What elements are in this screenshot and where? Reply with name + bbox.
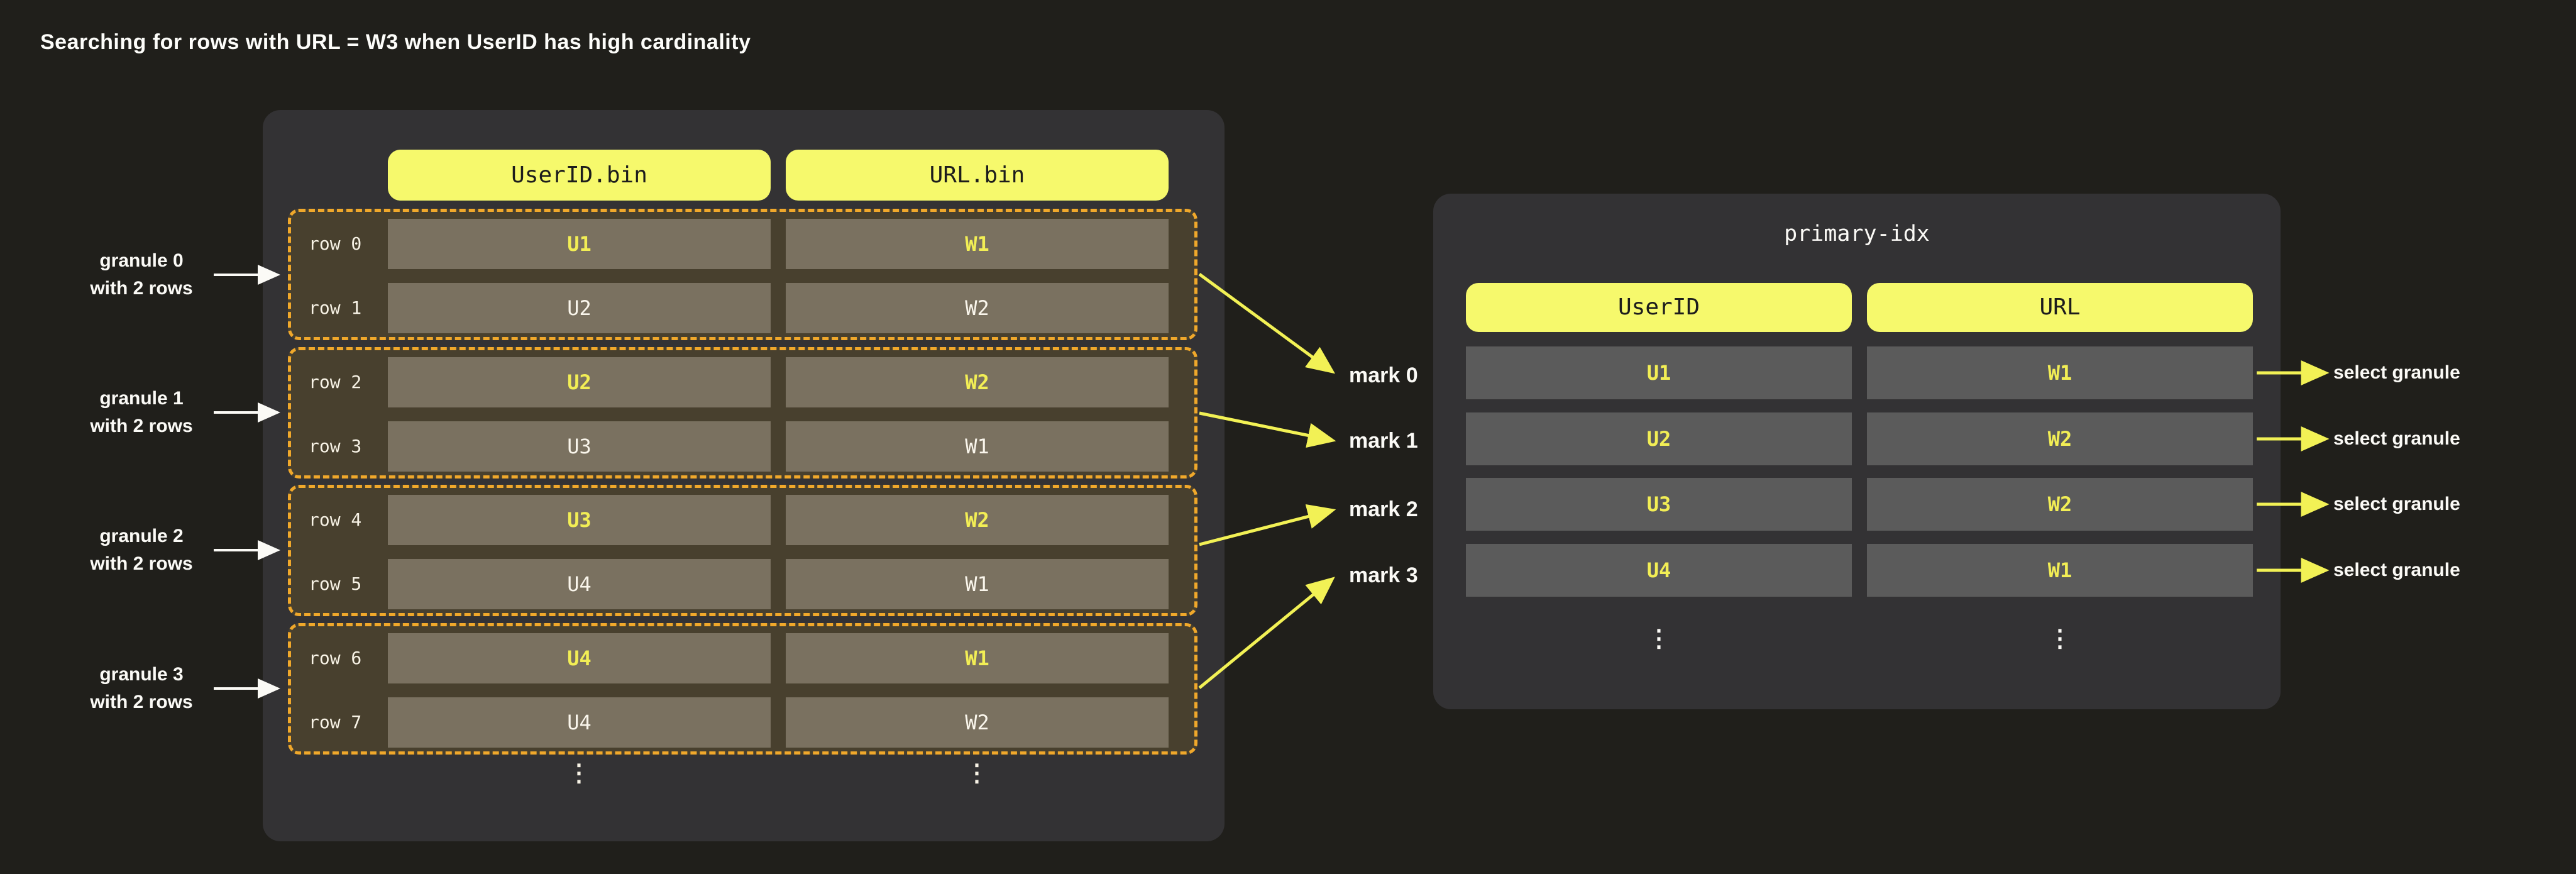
granule-2-label-line2: with 2 rows [90,553,193,574]
granule-1-box: row 2 U2 W2 row 3 U3 W1 [288,347,1197,478]
mark-2-label: mark 2 [1349,497,1418,521]
userid-index-ellipsis: ⋮ [1647,626,1671,652]
index-row-1-url-cell: W2 [1867,412,2253,465]
primary-index-panel: primary-idx UserID URL U1 W1 U2 W2 U3 W2… [1433,194,2281,709]
mark-3-label: mark 3 [1349,563,1418,587]
row-7-userid-cell: U4 [388,697,771,748]
row-5-userid-cell: U4 [388,559,771,609]
url-index-ellipsis: ⋮ [2048,626,2072,652]
row-4-userid-cell: U3 [388,495,771,545]
row-2-label: row 2 [309,372,362,392]
primary-index-title: primary-idx [1784,221,1930,246]
granule-3-box: row 6 U4 W1 row 7 U4 W2 [288,623,1197,755]
url-bin-column-header: URL.bin [786,150,1169,201]
row-0-label: row 0 [309,233,362,254]
bin-files-panel: UserID.bin URL.bin row 0 U1 W1 row 1 U2 … [263,110,1225,841]
index-row-3-url-cell: W1 [1867,544,2253,597]
row-1-label: row 1 [309,297,362,318]
userid-index-column-header: UserID [1466,283,1852,332]
row-7-url-cell: W2 [786,697,1169,748]
url-bin-ellipsis: ⋮ [965,760,989,787]
select-granule-label-0: select granule [2333,362,2460,383]
row-2-userid-cell: U2 [388,357,771,407]
page-title: Searching for rows with URL = W3 when Us… [40,30,751,54]
row-4-label: row 4 [309,509,362,530]
userid-bin-column-header: UserID.bin [388,150,771,201]
row-6-label: row 6 [309,648,362,668]
row-1-userid-cell: U2 [388,283,771,333]
index-row-0-url-cell: W1 [1867,346,2253,399]
granule-1-label-line2: with 2 rows [90,416,193,436]
granule-3-label: granule 3 with 2 rows [60,661,223,716]
row-3-userid-cell: U3 [388,421,771,472]
row-5-url-cell: W1 [786,559,1169,609]
mark-1-label: mark 1 [1349,429,1418,453]
index-row-0-userid-cell: U1 [1466,346,1852,399]
row-5-label: row 5 [309,573,362,594]
url-index-column-header: URL [1867,283,2253,332]
granule-0-box: row 0 U1 W1 row 1 U2 W2 [288,209,1197,340]
row-3-label: row 3 [309,436,362,456]
mark-0-label: mark 0 [1349,363,1418,387]
row-7-label: row 7 [309,712,362,733]
granule-2-label: granule 2 with 2 rows [60,523,223,578]
select-granule-label-3: select granule [2333,560,2460,580]
index-row-1-userid-cell: U2 [1466,412,1852,465]
granule-3-label-line2: with 2 rows [90,692,193,712]
userid-bin-ellipsis: ⋮ [567,760,591,787]
granule-3-label-line1: granule 3 [99,664,184,685]
row-1-url-cell: W2 [786,283,1169,333]
granule-0-label: granule 0 with 2 rows [60,247,223,302]
granule-1-label: granule 1 with 2 rows [60,385,223,440]
select-granule-label-2: select granule [2333,494,2460,514]
row-6-userid-cell: U4 [388,633,771,683]
index-row-3-userid-cell: U4 [1466,544,1852,597]
row-0-userid-cell: U1 [388,219,771,269]
index-row-2-userid-cell: U3 [1466,478,1852,531]
index-row-2-url-cell: W2 [1867,478,2253,531]
row-4-url-cell: W2 [786,495,1169,545]
row-6-url-cell: W1 [786,633,1169,683]
granule-0-label-line1: granule 0 [99,250,184,271]
granule-1-label-line1: granule 1 [99,388,184,409]
granule-2-box: row 4 U3 W2 row 5 U4 W1 [288,485,1197,616]
row-3-url-cell: W1 [786,421,1169,472]
granule-2-label-line1: granule 2 [99,526,184,546]
row-0-url-cell: W1 [786,219,1169,269]
granule-0-label-line2: with 2 rows [90,278,193,299]
row-2-url-cell: W2 [786,357,1169,407]
select-granule-label-1: select granule [2333,428,2460,449]
